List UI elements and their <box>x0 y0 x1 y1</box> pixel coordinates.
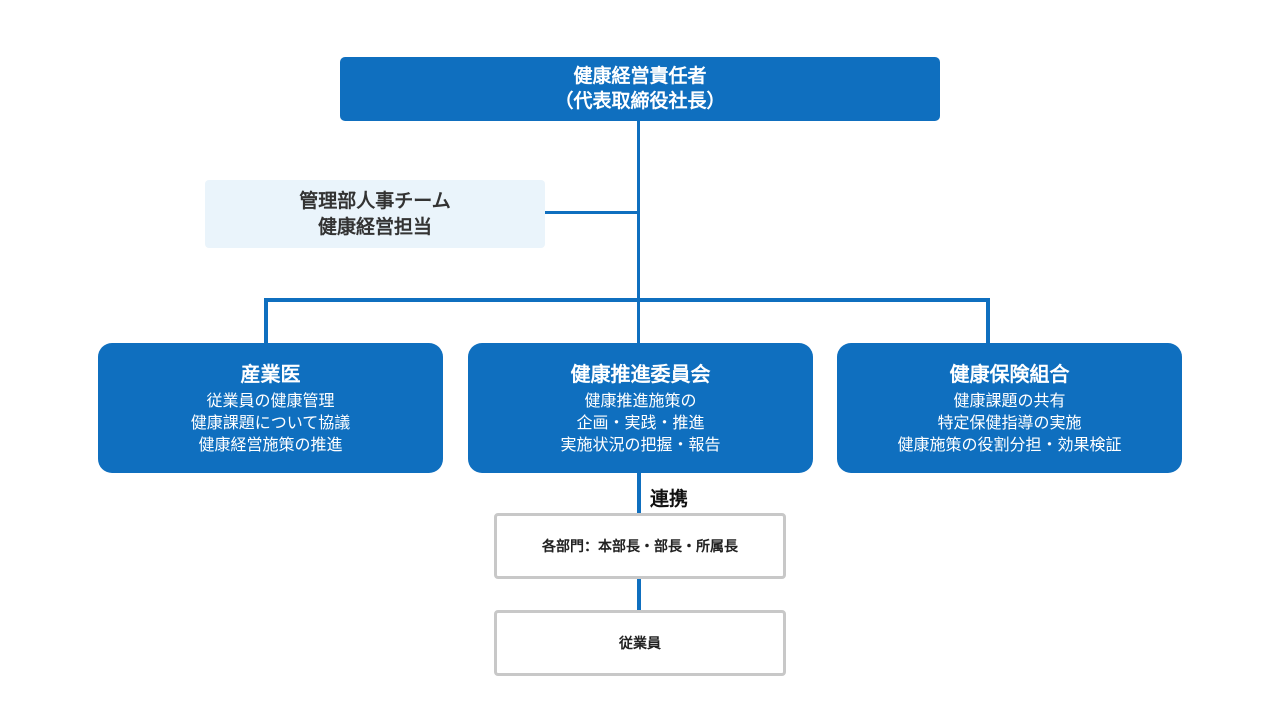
officer-subtitle: （代表取締役社長） <box>554 90 726 112</box>
employees-label: 従業員 <box>619 636 661 652</box>
connector-committee-to-departments <box>637 473 641 514</box>
health-insurance-line: 健康施策の役割分担・効果検証 <box>897 435 1122 454</box>
health-insurance-line: 特定保健指導の実施 <box>937 413 1082 432</box>
occupational-physician-box: 産業医 従業員の健康管理 健康課題について協議 健康経営施策の推進 <box>98 343 443 473</box>
departments-label: 各部門：本部長・部長・所属長 <box>542 539 738 555</box>
occupational-physician-line: 従業員の健康管理 <box>206 391 335 410</box>
connector-departments-to-employees <box>637 578 641 611</box>
connector-left-drop <box>264 298 268 343</box>
health-committee-line: 企画・実践・推進 <box>576 413 705 432</box>
health-committee-line: 実施状況の把握・報告 <box>560 435 721 454</box>
connector-top-vertical <box>637 121 640 343</box>
health-committee-box: 健康推進委員会 健康推進施策の 企画・実践・推進 実施状況の把握・報告 <box>468 343 813 473</box>
connector-branch-horizontal <box>264 298 990 302</box>
connector-hr-horizontal <box>545 211 639 214</box>
health-committee-line: 健康推進施策の <box>584 391 697 410</box>
occupational-physician-line: 健康経営施策の推進 <box>198 435 343 454</box>
occupational-physician-title: 産業医 <box>240 362 301 386</box>
link-label: 連携 <box>650 488 689 510</box>
health-management-officer-box: 健康経営責任者 （代表取締役社長） <box>340 57 940 121</box>
connector-right-drop <box>986 298 990 343</box>
occupational-physician-line: 健康課題について協議 <box>190 413 351 432</box>
health-committee-title: 健康推進委員会 <box>570 362 711 386</box>
health-insurance-title: 健康保険組合 <box>949 362 1070 386</box>
hr-team-subtitle: 健康経営担当 <box>317 216 432 238</box>
employees-box: 従業員 <box>494 610 786 676</box>
officer-title: 健康経営責任者 <box>573 65 707 87</box>
hr-team-box: 管理部人事チーム 健康経営担当 <box>205 180 545 248</box>
health-insurance-box: 健康保険組合 健康課題の共有 特定保健指導の実施 健康施策の役割分担・効果検証 <box>837 343 1182 473</box>
hr-team-title: 管理部人事チーム <box>299 190 451 212</box>
departments-box: 各部門：本部長・部長・所属長 <box>494 513 786 579</box>
health-insurance-line: 健康課題の共有 <box>953 391 1066 410</box>
